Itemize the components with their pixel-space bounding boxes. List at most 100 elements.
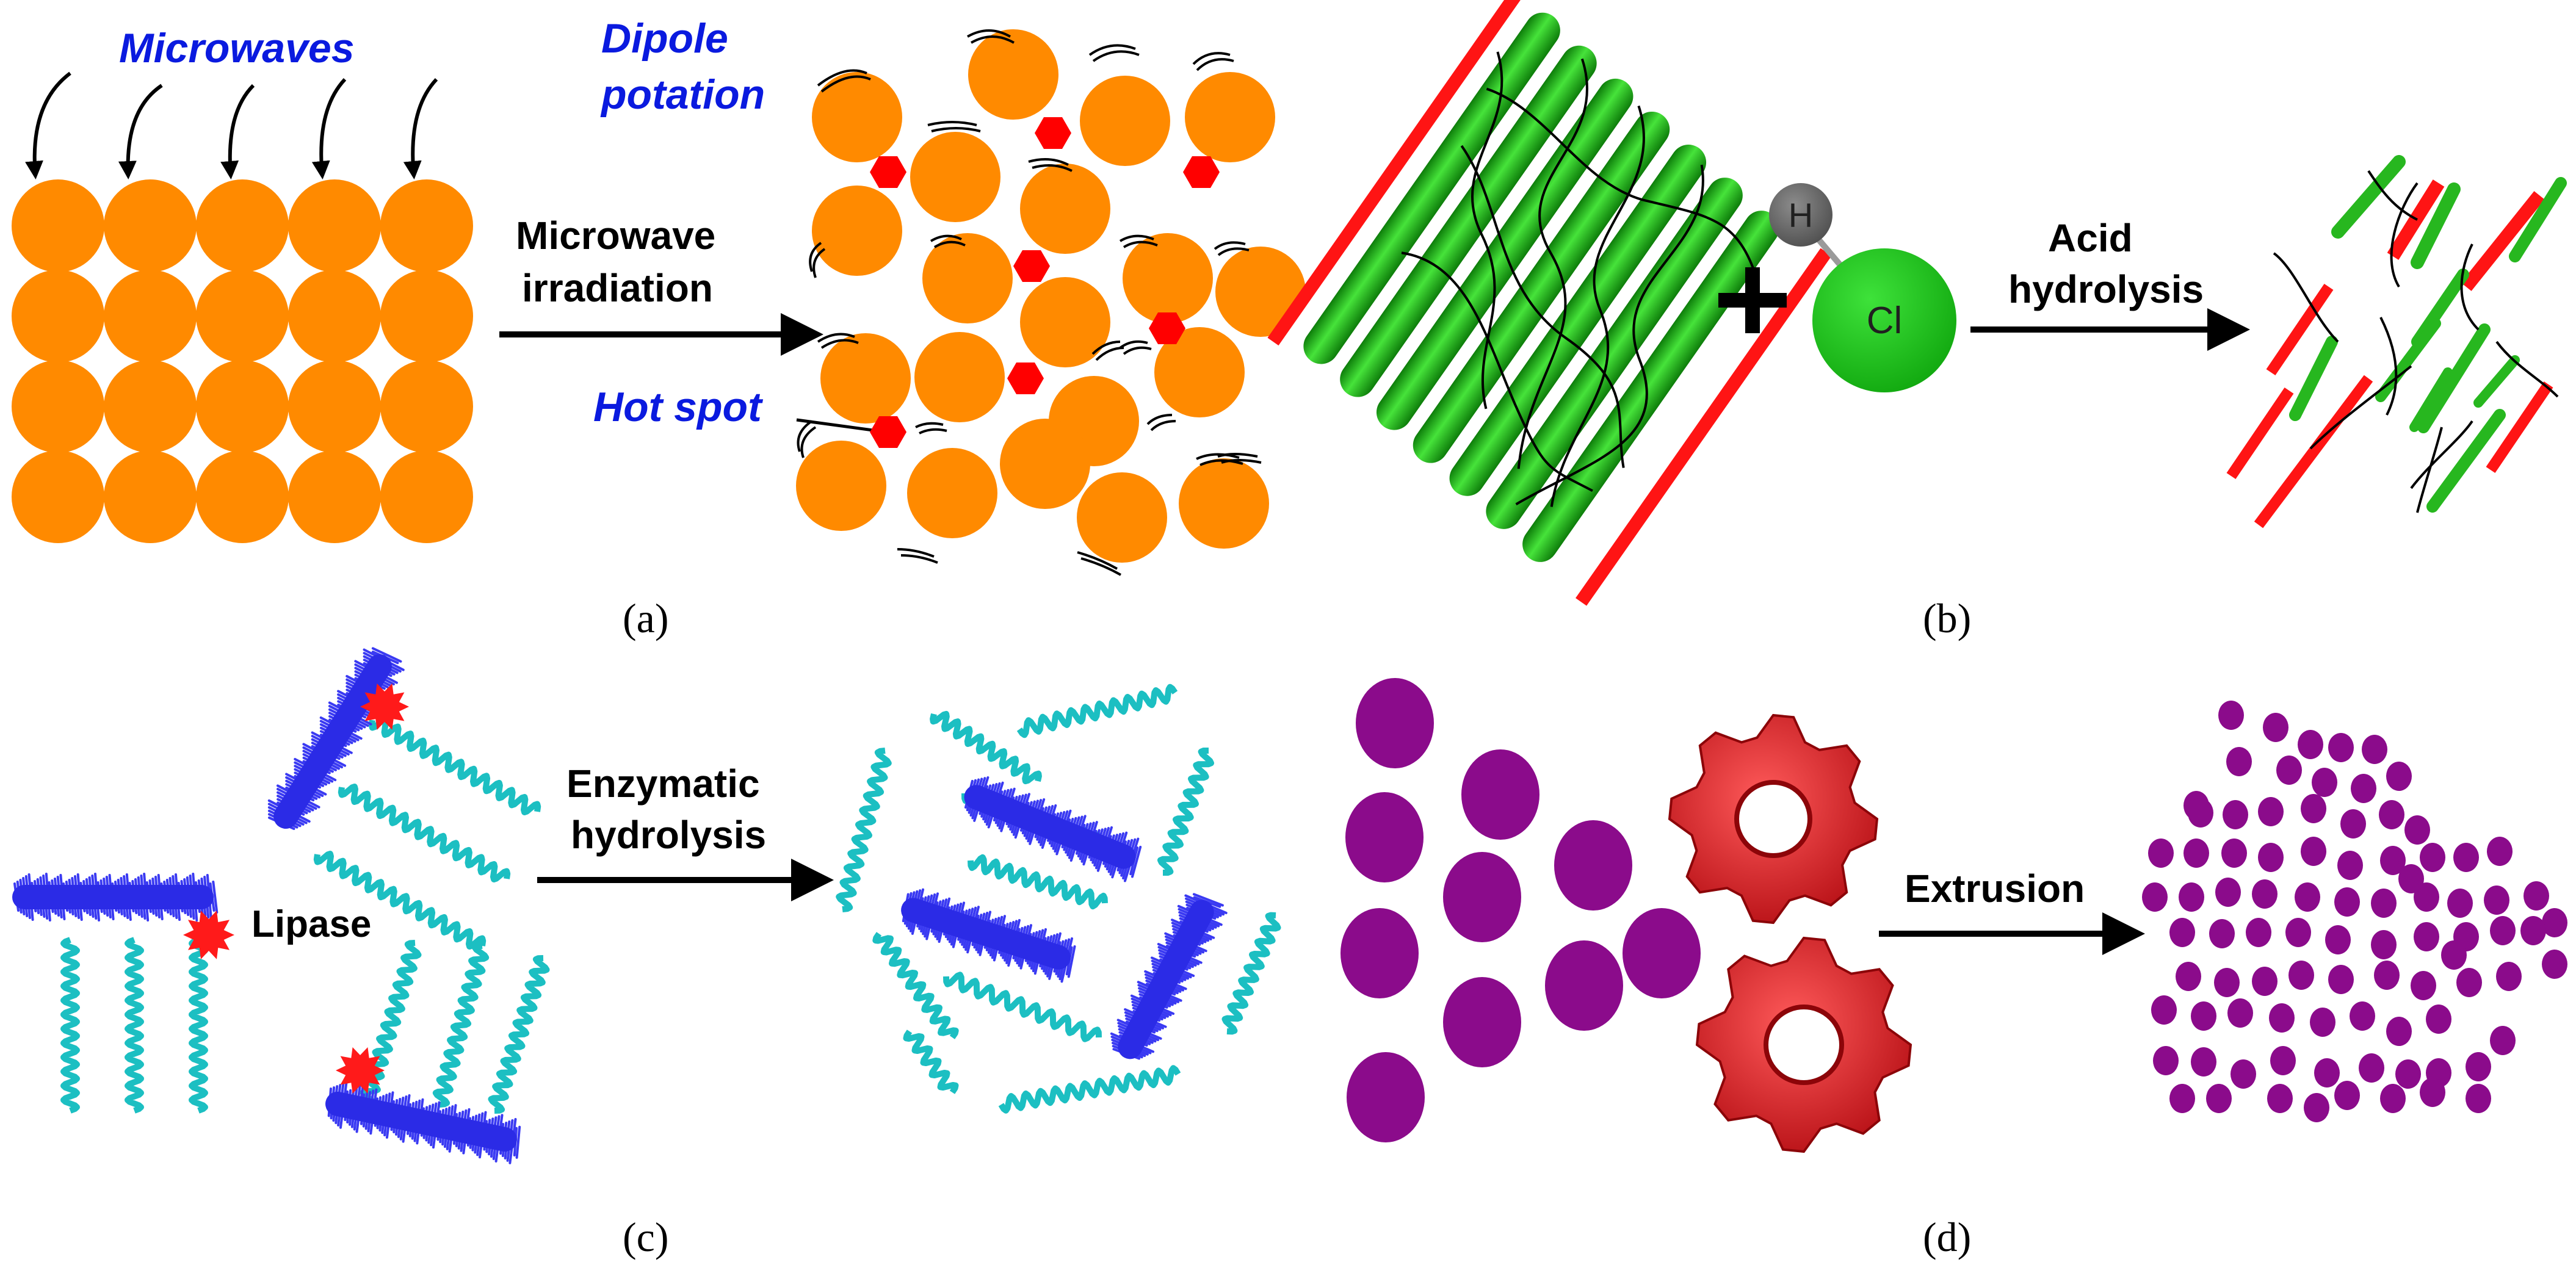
particle — [196, 270, 289, 362]
irradiated-particle — [796, 441, 886, 531]
irradiated-particle — [968, 29, 1058, 120]
enzyme-bristle — [1058, 938, 1071, 981]
hotspot-hexagon — [1149, 312, 1185, 344]
extruded-particle — [2215, 878, 2241, 907]
particle — [288, 270, 381, 362]
lipase-active-sites — [183, 683, 409, 1094]
extruded-particle — [2334, 1081, 2360, 1110]
helix-chain — [189, 937, 208, 1114]
irradiated-particle — [922, 233, 1013, 323]
fiber-fragment — [2409, 367, 2453, 432]
extruded-particle — [2209, 919, 2235, 948]
extruded-particle — [2310, 1008, 2335, 1037]
extruded-particle — [2246, 918, 2271, 947]
irradiated-particle — [1020, 164, 1110, 254]
extruded-particle — [2414, 882, 2439, 912]
crystalline-edge — [1267, 0, 1524, 346]
particle — [196, 450, 289, 543]
lipase-enzyme — [1110, 893, 1228, 1060]
hotspot-hexagon — [870, 156, 906, 188]
extruded-particle — [2520, 916, 2546, 945]
rotation-mark — [1199, 459, 1243, 466]
extruded-particle — [2288, 961, 2314, 990]
particle — [104, 270, 197, 362]
particle — [288, 450, 381, 543]
rotation-mark — [812, 248, 826, 278]
irradiated-particle — [1020, 277, 1110, 367]
starch-granule — [1623, 908, 1701, 998]
rotation-mark — [1077, 551, 1118, 570]
extrusion-arrow-label: Extrusion — [1905, 867, 2085, 911]
extruded-particle — [2295, 882, 2320, 912]
hotspot-hexagon — [1035, 117, 1071, 149]
enzyme-core — [901, 898, 1071, 970]
rotation-mark — [931, 127, 981, 132]
fiber-fragment — [2473, 355, 2520, 408]
enzyme-core — [964, 785, 1136, 869]
extruded-particle — [2258, 797, 2284, 826]
particle-grid — [12, 179, 473, 543]
lipase-enzyme — [267, 647, 405, 831]
irradiated-particles — [796, 29, 1306, 563]
extruder-gears — [1668, 713, 1912, 1153]
extruded-particle — [2453, 843, 2479, 872]
irradiated-particle — [910, 132, 1000, 222]
fiber-fragment — [2509, 177, 2567, 262]
loose-chains — [2273, 170, 2559, 513]
extruded-particle — [2276, 756, 2302, 785]
dipole-label-2: potation — [600, 71, 765, 118]
rotation-mark — [1217, 453, 1258, 458]
irradiated-particle — [1000, 419, 1090, 509]
irradiated-particle — [1185, 72, 1275, 162]
starch-granule — [1545, 940, 1623, 1031]
starch-granule — [1461, 749, 1539, 840]
microwave-arrows — [25, 71, 438, 179]
extruded-particle — [2153, 1046, 2179, 1075]
extruded-particle — [2337, 851, 2363, 880]
extruded-particle — [2230, 1059, 2256, 1089]
extruded-particle — [2484, 885, 2509, 915]
rotation-mark — [1119, 340, 1148, 349]
rotation-mark — [817, 333, 855, 343]
extruded-particles — [2142, 701, 2567, 1122]
rotation-mark — [1123, 240, 1158, 248]
enzyme-bristle — [515, 1125, 521, 1159]
hotspot-hexagon — [1183, 156, 1220, 188]
fiber-fragment — [2331, 155, 2406, 239]
hotspot-hexagon — [1007, 362, 1044, 394]
acid-arrow-label-1: Acid — [2048, 216, 2133, 260]
extruded-particle — [2148, 839, 2174, 868]
rotation-mark — [1091, 341, 1121, 355]
rotation-mark — [1088, 44, 1136, 56]
enzyme-bristle — [1067, 945, 1076, 978]
fiber-fragment — [2426, 409, 2506, 513]
extruded-particle — [2380, 1084, 2406, 1113]
extruded-particle — [2191, 1001, 2216, 1031]
helix-chain — [930, 710, 1042, 785]
extruded-particle — [2151, 995, 2177, 1025]
extruded-particle — [2298, 730, 2323, 759]
rotation-mark — [1092, 50, 1140, 62]
particle — [12, 179, 104, 272]
irradiated-particle — [812, 186, 902, 276]
cellulose-bundle — [1267, 0, 1832, 606]
rotation-mark — [930, 234, 962, 242]
rotation-mark — [1192, 52, 1231, 65]
hydrogen-symbol: H — [1789, 196, 1813, 234]
extruded-particle — [2223, 800, 2248, 829]
gear-hole — [1734, 780, 1812, 858]
caption-a: (a) — [623, 595, 668, 641]
extruded-particle — [2191, 1047, 2216, 1077]
rotation-mark — [927, 121, 977, 126]
panel-d: Extrusion (d) — [1340, 678, 2567, 1260]
extruded-particle — [2395, 1059, 2421, 1089]
particle — [104, 450, 197, 543]
microwaves-label: Microwaves — [119, 25, 355, 71]
extruded-particle — [2169, 1084, 2195, 1113]
panel-c: Lipase Enzymatic hydrolysis (c) — [12, 647, 1281, 1260]
helix-chain — [313, 851, 487, 950]
extruded-particle — [2169, 918, 2195, 947]
particle — [380, 360, 473, 453]
irradiated-particle — [914, 332, 1005, 422]
